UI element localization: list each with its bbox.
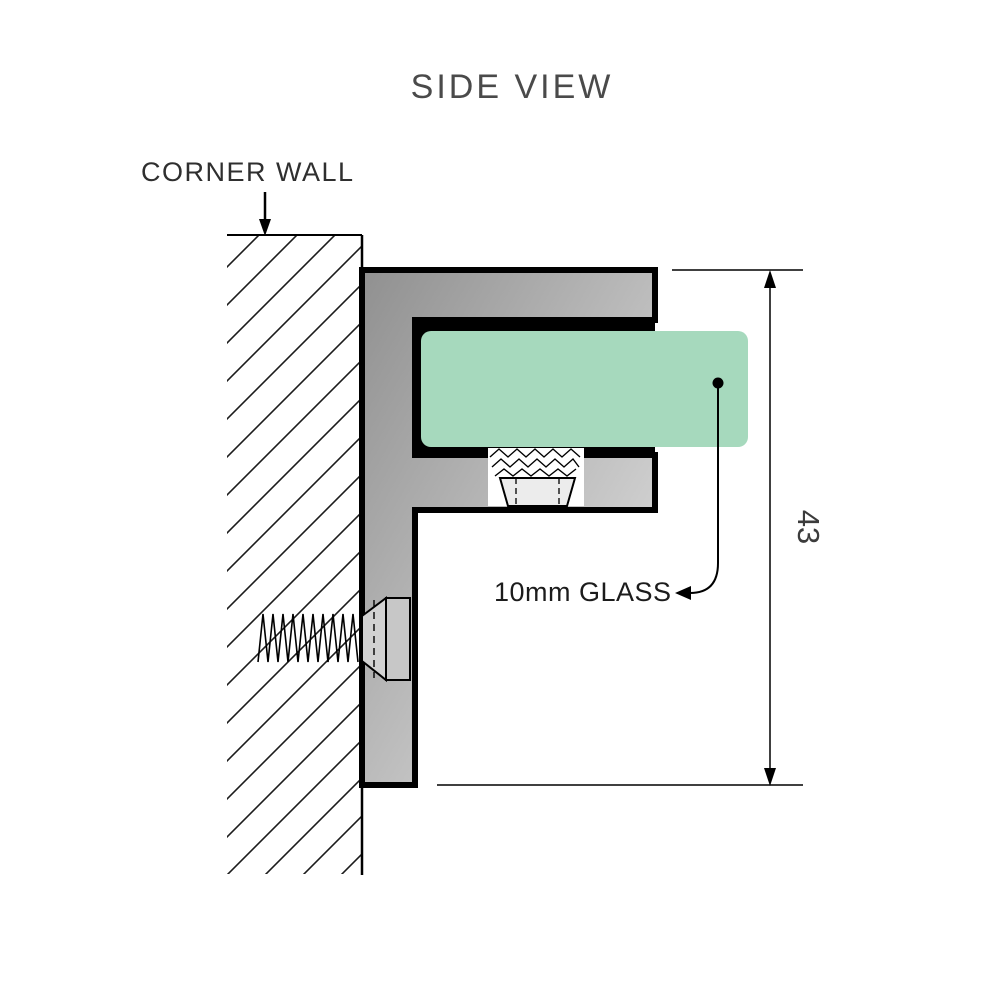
- dimension-43: 43: [437, 269, 826, 786]
- grub-screw-thread-1: [489, 448, 581, 458]
- dimension-label: 43: [791, 510, 826, 544]
- corner-wall-arrowhead: [259, 219, 271, 236]
- mounting-screw-threads: [257, 613, 359, 663]
- grub-screw-tip: [498, 477, 577, 507]
- glass-leader-arrowhead: [675, 586, 691, 600]
- glass-panel: [421, 331, 748, 447]
- glass-leader-dot: [712, 377, 724, 389]
- diagram-title: SIDE VIEW: [411, 68, 614, 106]
- wall-hatching: [227, 236, 361, 874]
- glass-leader-line: [689, 388, 719, 594]
- mounting-screw-head: [385, 597, 411, 681]
- corner-wall-label: CORNER WALL: [141, 157, 355, 187]
- dimension-arrow-bottom: [764, 768, 776, 786]
- grub-screw-thread-3: [494, 468, 577, 477]
- grub-screw: [488, 448, 584, 507]
- grub-screw-thread-2: [491, 457, 580, 468]
- dimension-arrow-top: [764, 270, 776, 288]
- glass-label: 10mm GLASS: [494, 577, 672, 607]
- mounting-screw: [257, 596, 411, 683]
